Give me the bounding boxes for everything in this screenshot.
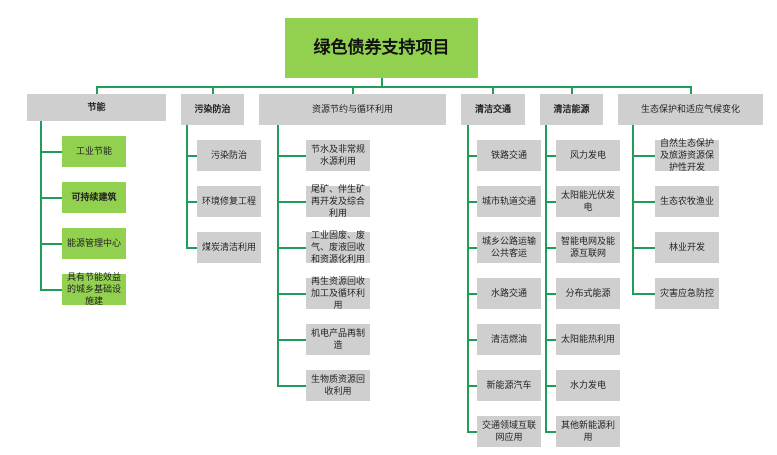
branch-connector: [277, 247, 306, 249]
top-connector-line: [96, 86, 692, 88]
branch-connector: [467, 293, 477, 295]
child-box: 工业节能: [62, 136, 126, 167]
branch-vertical-line: [277, 125, 279, 386]
branch-connector: [632, 155, 655, 157]
child-box: 水力发电: [556, 370, 620, 401]
branch-vertical-line: [40, 121, 42, 290]
branch-vertical-line: [186, 125, 188, 248]
category-box: 污染防治: [181, 94, 244, 125]
category-drop-line: [95, 86, 98, 94]
branch-connector: [467, 201, 477, 203]
branch-connector: [545, 201, 556, 203]
child-box: 生物质资源回收利用: [306, 370, 370, 401]
branch-connector: [467, 385, 477, 387]
branch-connector: [277, 339, 306, 341]
category-box: 清洁能源: [540, 94, 603, 125]
branch-connector: [545, 385, 556, 387]
child-box: 可持续建筑: [62, 182, 126, 213]
child-box: 再生资源回收加工及循环利用: [306, 277, 370, 311]
branch-connector: [40, 151, 62, 153]
category-drop-line: [351, 86, 354, 94]
branch-connector: [545, 155, 556, 157]
branch-connector: [467, 339, 477, 341]
category-drop-line: [689, 86, 692, 94]
child-box: 太阳能光伏发电: [556, 186, 620, 217]
title-connector: [381, 78, 383, 87]
branch-vertical-line: [632, 125, 634, 294]
child-box: 尾矿、伴生矿再开发及综合利用: [306, 185, 370, 219]
branch-connector: [545, 339, 556, 341]
branch-connector: [277, 385, 306, 387]
branch-connector: [277, 201, 306, 203]
branch-connector: [467, 431, 477, 433]
child-box: 环境修复工程: [197, 186, 261, 217]
child-box: 污染防治: [197, 140, 261, 171]
child-box: 节水及非常规水源利用: [306, 140, 370, 171]
branch-connector: [545, 293, 556, 295]
branch-connector: [40, 243, 62, 245]
child-box: 分布式能源: [556, 278, 620, 309]
branch-connector: [186, 247, 197, 249]
child-box: 机电产品再制造: [306, 324, 370, 355]
category-box: 清洁交通: [461, 94, 525, 125]
branch-connector: [277, 155, 306, 157]
branch-connector: [632, 201, 655, 203]
category-drop-line: [492, 86, 494, 94]
diagram-title: 绿色债券支持项目: [285, 18, 478, 78]
child-box: 风力发电: [556, 140, 620, 171]
branch-connector: [277, 293, 306, 295]
branch-vertical-line: [467, 125, 469, 432]
child-box: 生态农牧渔业: [655, 186, 719, 217]
child-box: 其他新能源利用: [556, 416, 620, 447]
branch-connector: [545, 431, 556, 433]
child-box: 城乡公路运输公共客运: [477, 232, 541, 263]
child-box: 交通领域互联网应用: [477, 416, 541, 447]
category-drop-line: [211, 86, 214, 94]
branch-connector: [467, 247, 477, 249]
child-box: 灾害应急防控: [655, 278, 719, 309]
branch-connector: [40, 197, 62, 199]
branch-connector: [186, 201, 197, 203]
branch-connector: [467, 155, 477, 157]
child-box: 新能源汽车: [477, 370, 541, 401]
child-box: 智能电网及能源互联网: [556, 232, 620, 263]
child-box: 清洁燃油: [477, 324, 541, 355]
child-box: 自然生态保护及旅游资源保护性开发: [655, 139, 719, 173]
child-box: 城市轨道交通: [477, 186, 541, 217]
child-box: 林业开发: [655, 232, 719, 263]
category-drop-line: [570, 86, 573, 94]
branch-connector: [40, 289, 62, 291]
child-box: 具有节能效益的城乡基础设施建: [62, 273, 126, 307]
category-box: 生态保护和适应气候变化: [618, 94, 763, 125]
branch-connector: [632, 247, 655, 249]
child-box: 能源管理中心: [62, 228, 126, 259]
child-box: 煤炭清洁利用: [197, 232, 261, 263]
branch-connector: [632, 293, 655, 295]
child-box: 铁路交通: [477, 140, 541, 171]
branch-connector: [545, 247, 556, 249]
category-box: 资源节约与循环利用: [259, 94, 446, 125]
child-box: 工业固废、废气、废液回收和资源化利用: [306, 231, 370, 265]
branch-vertical-line: [545, 125, 547, 432]
child-box: 水路交通: [477, 278, 541, 309]
category-box: 节能: [27, 94, 166, 121]
branch-connector: [186, 155, 197, 157]
child-box: 太阳能热利用: [556, 324, 620, 355]
